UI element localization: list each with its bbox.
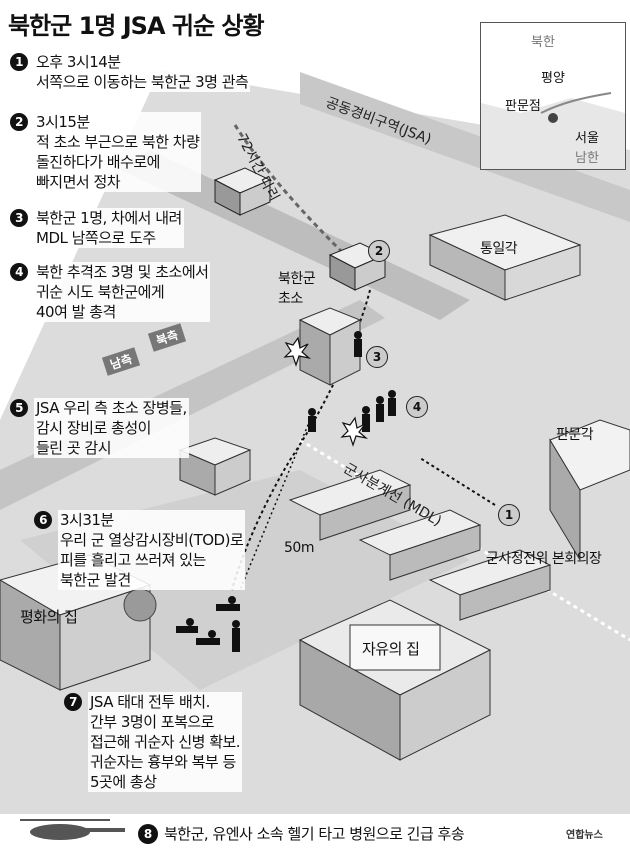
peace-house-label: 평화의 집 [20, 608, 78, 626]
step-2: 2 3시15분 적 초소 부근으로 북한 차량 돌진하다가 배수로에 빠지면서 … [10, 112, 202, 192]
inset-panmunjom-label: 판문점 [505, 99, 541, 114]
freedom-house-label: 자유의 집 [362, 640, 420, 658]
map-marker-1: 1 [498, 504, 520, 526]
step-number: 8 [138, 824, 158, 844]
step-4: 4 북한 추격조 3명 및 초소에서 귀순 시도 북한군에게 40여 발 총격 [10, 262, 211, 322]
step-1: 1 오후 3시14분 서쪽으로 이동하는 북한군 3명 관측 [10, 52, 251, 92]
credit-logo: 연합뉴스 [566, 830, 603, 841]
distance-label: 50m [284, 540, 314, 556]
step-5: 5 JSA 우리 측 초소 장병들, 감시 장비로 총성이 들린 곳 감시 [10, 398, 189, 458]
step-number: 5 [10, 399, 28, 417]
step-7: 7 JSA 태대 전투 배치. 간부 3명이 포복으로 접근해 귀순자 신병 확… [64, 692, 243, 792]
step-number: 3 [10, 209, 28, 227]
map-marker-4: 4 [406, 396, 428, 418]
step-number: 4 [10, 263, 28, 281]
step-text: JSA 태대 전투 배치. 간부 3명이 포복으로 접근해 귀순자 신병 확보.… [88, 692, 243, 792]
conference-label: 군사정전위 본회의장 [486, 551, 602, 567]
inset-south-label: 남한 [575, 151, 599, 166]
freedom-house-building [298, 599, 492, 761]
inset-locator-map: 북한 평양 판문점 서울 남한 [480, 22, 626, 170]
rok-guard-post [178, 437, 252, 496]
step-text: 북한군, 유엔사 소속 헬기 타고 병원으로 긴급 후송 [164, 825, 465, 843]
step-text: 북한 추격조 3명 및 초소에서 귀순 시도 북한군에게 40여 발 총격 [34, 262, 211, 322]
tongilgak-building [428, 214, 582, 301]
nk-guard-post [298, 307, 362, 386]
page-title: 북한군 1명 JSA 귀순 상황 [8, 12, 265, 40]
step-number: 2 [10, 113, 28, 131]
step-3: 3 북한군 1명, 차에서 내려 MDL 남쪽으로 도주 [10, 208, 184, 248]
unification-label: 통일각 [480, 241, 518, 257]
map-marker-2: 2 [368, 240, 390, 262]
step-number: 7 [64, 693, 82, 711]
nk-vehicle-moving [213, 167, 272, 216]
step-text: 3시31분 우리 군 열상감시장비(TOD)로 피를 흘리고 쓰러져 있는 북한… [58, 510, 246, 590]
step-text: 3시15분 적 초소 부근으로 북한 차량 돌진하다가 배수로에 빠지면서 정차 [34, 112, 202, 192]
step-number: 1 [10, 53, 28, 71]
helicopter-icon [20, 819, 125, 840]
map-marker-3: 3 [366, 346, 388, 368]
panmungak-label: 판문각 [556, 427, 594, 443]
distance-arrow [239, 419, 311, 591]
step-number: 6 [34, 511, 52, 529]
step-text: JSA 우리 측 초소 장병들, 감시 장비로 총성이 들린 곳 감시 [34, 398, 189, 458]
footer-step-8: 8 북한군, 유엔사 소속 헬기 타고 병원으로 긴급 후송 [0, 814, 630, 856]
step-6: 6 3시31분 우리 군 열상감시장비(TOD)로 피를 흘리고 쓰러져 있는 … [34, 510, 246, 590]
tree [123, 588, 157, 622]
step-text: 오후 3시14분 서쪽으로 이동하는 북한군 3명 관측 [34, 52, 251, 92]
inset-north-label: 북한 [531, 35, 555, 50]
nk-post-label: 북한군 초소 [278, 271, 316, 307]
step-text: 북한군 1명, 차에서 내려 MDL 남쪽으로 도주 [34, 208, 184, 248]
conference-buildings [288, 469, 552, 621]
inset-shapes [481, 23, 625, 123]
panmungak-building [549, 419, 630, 562]
gunfire-flash [283, 336, 369, 447]
observe-arrow [419, 457, 496, 506]
inset-seoul-label: 서울 [575, 131, 599, 146]
inset-pyongyang-label: 평양 [541, 71, 565, 86]
soldier-figures [176, 331, 396, 652]
jsa-boundary-band [300, 72, 630, 222]
